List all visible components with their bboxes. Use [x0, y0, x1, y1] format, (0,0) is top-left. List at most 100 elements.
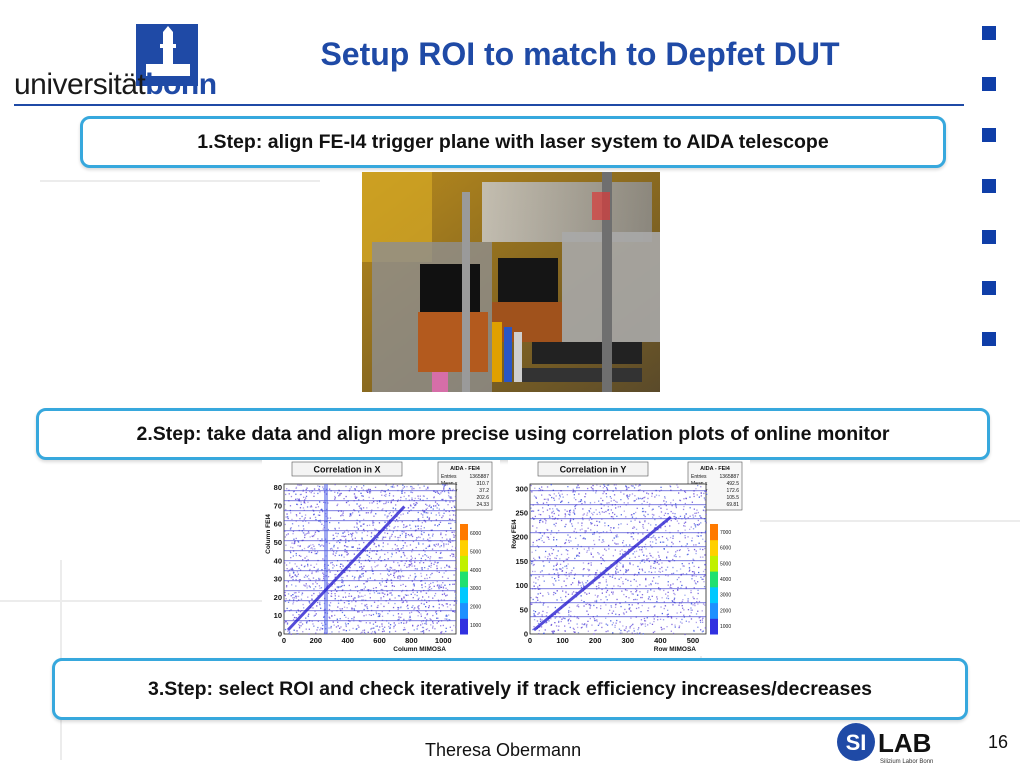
step-2-text: 2.Step: take data and align more precise… — [136, 422, 890, 445]
stats-label: Entries — [691, 474, 707, 480]
y-tick-label: 200 — [515, 533, 528, 542]
step-1-box: 1.Step: align FE-I4 trigger plane with l… — [80, 116, 946, 168]
color-scale-segment — [460, 602, 468, 619]
stats-value: 24.33 — [476, 502, 489, 508]
square-marker — [982, 230, 996, 244]
x-tick-label: 400 — [341, 636, 354, 645]
stats-value: 492.5 — [726, 481, 739, 487]
y-tick-label: 150 — [515, 557, 528, 566]
x-tick-label: 0 — [528, 636, 532, 645]
university-logo: universitätbonn — [14, 24, 217, 101]
color-scale-segment — [710, 586, 718, 604]
x-tick-label: 0 — [282, 636, 286, 645]
y-tick-label: 250 — [515, 509, 528, 518]
x-tick-label: 300 — [622, 636, 635, 645]
x-tick-label: 500 — [687, 636, 700, 645]
color-scale-tick: 5000 — [470, 550, 481, 556]
stats-value: 1365887 — [470, 474, 490, 480]
color-scale-tick: 1000 — [470, 623, 481, 629]
correlation-line — [286, 505, 406, 632]
color-scale-tick: 2000 — [720, 608, 731, 614]
step-3-text: 3.Step: select ROI and check iteratively… — [147, 677, 873, 700]
color-scale-tick: 3000 — [470, 586, 481, 592]
y-tick-label: 10 — [274, 611, 282, 620]
square-marker — [982, 332, 996, 346]
color-scale-segment — [710, 539, 718, 556]
y-tick-label: 100 — [515, 581, 528, 590]
color-scale-tick: 6000 — [470, 531, 481, 537]
y-tick-label: 0 — [524, 630, 528, 639]
color-scale-segment — [710, 618, 718, 635]
page-number: 16 — [988, 732, 1009, 752]
stats-value: 1365887 — [720, 474, 740, 480]
x-tick-label: 800 — [405, 636, 418, 645]
step-2-box: 2.Step: take data and align more precise… — [36, 408, 990, 460]
color-scale-segment — [460, 571, 468, 588]
x-tick-label: 100 — [556, 636, 569, 645]
plot-title-box — [537, 461, 649, 477]
y-tick-label: 20 — [274, 593, 282, 602]
x-tick-label: 400 — [654, 636, 667, 645]
silab-lab-text: LAB — [878, 728, 931, 758]
stats-value: 172.6 — [726, 488, 739, 494]
color-scale-tick: 3000 — [720, 593, 731, 599]
stats-title: AIDA - FEI4 — [450, 466, 481, 472]
color-scale-segment — [710, 602, 718, 619]
author-name: Theresa Obermann — [425, 740, 582, 760]
color-scale-tick: 6000 — [720, 546, 731, 552]
silab-subtitle: Silizium Labor Bonn — [880, 759, 933, 765]
x-tick-label: 600 — [373, 636, 386, 645]
color-scale-tick: 4000 — [720, 577, 731, 583]
square-marker — [982, 128, 996, 142]
y-tick-label: 80 — [274, 483, 282, 492]
logo-emblem — [136, 24, 198, 86]
y-tick-label: 30 — [274, 575, 282, 584]
stats-value: 105.5 — [726, 495, 739, 501]
y-tick-label: 50 — [274, 538, 282, 547]
x-tick-label: 1000 — [435, 636, 452, 645]
background-decoration — [0, 600, 300, 602]
color-scale-segment — [710, 524, 718, 541]
color-scale-segment — [460, 618, 468, 635]
y-axis-label: Column FEI4 — [265, 514, 272, 554]
square-marker — [982, 26, 996, 40]
stats-label: Entries — [441, 474, 457, 480]
background-decoration — [40, 180, 320, 182]
color-scale-segment — [710, 571, 718, 588]
stats-value: 310.7 — [476, 481, 489, 487]
scatter-points — [530, 484, 708, 636]
color-scale-segment — [460, 586, 468, 604]
color-scale-segment — [460, 539, 468, 556]
y-axis-label: Row FEI4 — [511, 519, 518, 549]
x-axis-label: Row MIMOSA — [654, 646, 697, 653]
color-scale-tick: 4000 — [470, 568, 481, 574]
stats-value: 202.6 — [476, 495, 489, 501]
square-marker — [982, 77, 996, 91]
stats-value: 69.81 — [726, 502, 739, 508]
x-tick-label: 200 — [589, 636, 602, 645]
color-scale-tick: 1000 — [720, 624, 731, 630]
background-decoration — [760, 520, 1020, 522]
scatter-points — [284, 484, 458, 635]
slide-title: Setup ROI to match to Depfet DUT — [320, 36, 840, 72]
y-tick-label: 60 — [274, 520, 282, 529]
x-tick-label: 200 — [310, 636, 323, 645]
step-1-text: 1.Step: align FE-I4 trigger plane with l… — [197, 130, 829, 153]
y-tick-label: 0 — [278, 630, 282, 639]
square-marker — [982, 179, 996, 193]
stats-value: 37.2 — [479, 488, 489, 494]
plot-title: Correlation in Y — [560, 465, 627, 475]
logo-wordmark: universitätbonn — [14, 68, 217, 101]
color-scale-segment — [460, 524, 468, 541]
color-scale-segment — [710, 555, 718, 572]
silab-logo: SI LAB Silizium Labor Bonn — [836, 722, 946, 766]
x-axis-label: Column MIMOSA — [393, 646, 446, 653]
color-scale-tick: 7000 — [720, 530, 731, 536]
y-tick-label: 300 — [515, 484, 528, 493]
plot-title: Correlation in X — [313, 465, 380, 475]
correlation-line — [533, 515, 672, 632]
side-squares — [982, 26, 998, 383]
y-tick-label: 70 — [274, 501, 282, 510]
